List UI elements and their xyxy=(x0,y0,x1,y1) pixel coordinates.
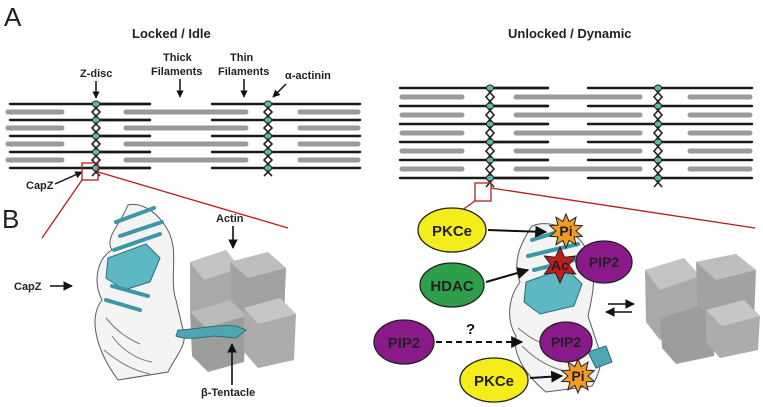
zoom-box-unlocked xyxy=(474,182,492,202)
alpha-actinin-dot xyxy=(653,174,663,182)
label-thick-1: Thick xyxy=(163,52,193,64)
alpha-actinin-dot xyxy=(485,120,495,128)
label-capz-top: CapZ xyxy=(26,180,54,192)
alpha-actinin-dot xyxy=(485,174,495,182)
svg-text:HDAC: HDAC xyxy=(430,278,473,295)
title-unlocked: Unlocked / Dynamic xyxy=(508,26,632,41)
label-thick-2: Filaments xyxy=(151,66,202,78)
label-thin-2: Filaments xyxy=(218,66,269,78)
svg-text:PIP2: PIP2 xyxy=(589,254,620,270)
alpha-actinin-dot xyxy=(91,100,101,108)
zoom-box-locked xyxy=(81,162,99,181)
question-mark: ? xyxy=(466,321,475,338)
alpha-actinin-dot xyxy=(91,148,101,156)
label-z-disc: Z-disc xyxy=(80,68,112,80)
alpha-actinin-dot xyxy=(653,102,663,110)
label-actin: Actin xyxy=(216,213,244,225)
alpha-actinin-dot xyxy=(263,100,273,108)
title-locked: Locked / Idle xyxy=(132,26,211,41)
capz-protein-locked xyxy=(94,203,247,381)
zoom-line-right-2 xyxy=(490,187,756,229)
alpha-actinin-dot xyxy=(263,116,273,124)
label-capz-side: CapZ xyxy=(14,281,42,293)
panel-letter-b: B xyxy=(2,204,19,234)
pip2-node-center: PIP2 xyxy=(539,321,593,363)
alpha-actinin-dot xyxy=(485,156,495,164)
label-beta-tentacle: β-Tentacle xyxy=(201,387,255,399)
sarcomere-locked xyxy=(5,100,362,177)
alpha-actinin-dot xyxy=(263,132,273,140)
z-disc-line xyxy=(262,103,274,177)
svg-text:Pi: Pi xyxy=(559,223,572,239)
pkce-bottom-arrow xyxy=(529,370,564,383)
label-alpha-actinin: α-actinin xyxy=(285,70,331,82)
pi-burst-top: Pi xyxy=(548,212,584,250)
alpha-actinin-dot xyxy=(263,148,273,156)
alpha-actinin-dot xyxy=(485,84,495,92)
actin-cluster-right xyxy=(645,254,760,364)
svg-text:PKCe: PKCe xyxy=(474,373,514,390)
alpha-actinin-arrow xyxy=(272,83,287,98)
capz-top-arrow xyxy=(54,171,83,185)
svg-text:PIP2: PIP2 xyxy=(388,335,421,352)
zoom-line-right xyxy=(97,171,289,229)
svg-text:PKCe: PKCe xyxy=(432,223,472,240)
panel-letter-a: A xyxy=(4,2,22,32)
pi-burst-bottom: Pi xyxy=(560,357,596,395)
alpha-actinin-dot xyxy=(653,84,663,92)
sarcomere-unlocked xyxy=(398,84,754,188)
alpha-actinin-dot xyxy=(263,164,273,172)
svg-text:PIP2: PIP2 xyxy=(551,334,582,350)
pip2-node-right-top: PIP2 xyxy=(575,240,633,284)
pkce-node-top: PKCe xyxy=(417,207,487,253)
alpha-actinin-dot xyxy=(653,120,663,128)
alpha-actinin-dot xyxy=(653,138,663,146)
zoom-line-left xyxy=(41,179,83,239)
label-thin-1: Thin xyxy=(230,52,253,64)
alpha-actinin-dot xyxy=(91,116,101,124)
hdac-arrow xyxy=(485,267,530,283)
alpha-actinin-dot xyxy=(485,138,495,146)
alpha-actinin-dot xyxy=(653,156,663,164)
actin-cluster-left xyxy=(190,250,296,372)
pip2-node-left: PIP2 xyxy=(373,319,435,365)
alpha-actinin-dot xyxy=(91,132,101,140)
pkce-top-arrow xyxy=(487,225,548,238)
hdac-node: HDAC xyxy=(419,262,485,308)
svg-text:Pi: Pi xyxy=(571,368,584,384)
pkce-node-bottom: PKCe xyxy=(459,357,529,403)
alpha-actinin-dot xyxy=(485,102,495,110)
svg-text:Ac: Ac xyxy=(551,257,569,273)
z-disc-line xyxy=(90,103,102,177)
ac-star: Ac xyxy=(543,245,577,285)
